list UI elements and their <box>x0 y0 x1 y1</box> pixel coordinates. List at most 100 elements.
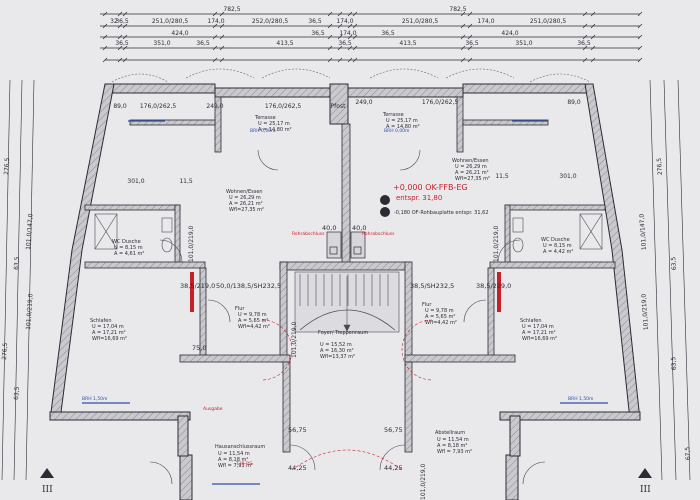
room-u: U = 15,52 m <box>320 342 352 348</box>
opening-label-11: 56,75 <box>384 426 403 434</box>
door-swings <box>149 149 546 485</box>
ldim-1: 101,0/147,0 <box>25 213 35 250</box>
dimension-tick <box>352 45 358 51</box>
room-a: A = 17,21 m² <box>92 330 126 336</box>
dim-r1-h: 251,0/280,5 <box>402 18 439 25</box>
room-name: Hausanschlussraum <box>215 444 265 450</box>
dimension-tick <box>102 11 108 17</box>
annotation-brh-4: BRH 1,50m <box>568 396 593 402</box>
dimension-tick <box>582 23 588 29</box>
room-wfl: Wfl=27,35 m² <box>455 176 490 182</box>
room-u: U = 25,17 m <box>258 121 290 127</box>
red-opening-markers <box>190 195 501 312</box>
dimension-tick <box>582 11 588 17</box>
room-name: Schlafen <box>520 318 542 324</box>
right-dimension-text: 276,5 101,0/147,0 63,5 101,0/219,0 63,5 … <box>638 158 692 461</box>
dimension-tick <box>347 11 353 17</box>
dimension-tick <box>337 11 343 17</box>
dimension-tick <box>212 11 218 17</box>
interior-walls <box>84 96 616 453</box>
room-u: U = 11,54 m <box>218 451 250 457</box>
dimension-tick <box>637 57 643 63</box>
right-dimension-lines <box>649 79 691 481</box>
opening-label-8: 101,0/219,0 <box>420 463 427 500</box>
level-rohbau: -0,180 OF-Rohbauplatte entspr. 31,62 <box>394 210 489 216</box>
dim-r3-h: 351,0 <box>515 40 532 47</box>
section-arrow-left-icon <box>40 468 54 478</box>
dimension-tick <box>117 57 123 63</box>
dimension-tick <box>637 23 643 29</box>
annotation-rohr-left: Rohrabschluss <box>292 231 325 237</box>
room-terrasse-left: Terrasse U = 25,17 m A = 14,80 m² <box>254 115 292 133</box>
dimension-tick <box>327 57 333 63</box>
dimension-tick <box>637 11 643 17</box>
level-entspr: entspr. 31,80 <box>396 194 442 202</box>
dim-r3-d: 413,5 <box>276 40 293 47</box>
window-arches <box>111 68 591 83</box>
blue-window-markers <box>82 120 608 485</box>
opening-label-7: 101,0/219,0 <box>291 321 298 358</box>
dim-r3-b: 351,0 <box>153 40 170 47</box>
annotation-t30: T30-RS <box>235 461 252 467</box>
room-a: A = 17,21 m² <box>522 330 556 336</box>
room-terrasse-right: Terrasse U = 25,17 m A = 14,80 m² <box>382 112 420 130</box>
room-wfl: Wfl=4,42 m² <box>425 320 457 326</box>
opening-label-14: 40,0 <box>322 224 336 232</box>
room-name: Terrasse <box>382 112 404 118</box>
opening-label-4: 38,5/219,0 <box>476 282 511 290</box>
dimension-tick <box>219 45 225 51</box>
dimension-tick <box>102 57 108 63</box>
idim-0: 89,0 <box>113 103 127 110</box>
vertical-opening-labels: 101,0/219,0 101,0/219,0 101,0/219,0 101,… <box>188 225 500 500</box>
room-wohnen-left: Wohnen/Essen U = 26,29 m A = 26,21 m² Wf… <box>226 189 264 213</box>
dim-r2-c: 174,0 <box>339 30 356 37</box>
dimension-tick <box>122 45 128 51</box>
dimension-tick <box>582 45 588 51</box>
dim-r2-e: 424,0 <box>501 30 518 37</box>
dimension-tick <box>467 11 473 17</box>
room-labels: Terrasse U = 25,17 m A = 14,80 m² Terras… <box>90 112 573 469</box>
room-a: A = 14,80 m² <box>386 124 420 130</box>
room-a: A = 5,65 m² <box>425 314 455 320</box>
room-a: A = 4,61 m² <box>114 251 144 257</box>
room-u: U = 11,54 m <box>437 437 469 443</box>
room-wc-left: WC Dusche U = 8,15 m A = 4,61 m² <box>112 239 144 257</box>
left-dimension-text: 276,5 101,0/147,0 63,5 101,0/219,0 276,5… <box>1 157 35 400</box>
rdim-2: 63,5 <box>670 256 678 270</box>
opening-label-13: 44,25 <box>384 464 403 472</box>
section-mark-right: III <box>640 485 651 495</box>
room-flur-right: Flur U = 9,78 m A = 5,65 m² Wfl=4,42 m² <box>422 302 457 326</box>
wc-fixtures <box>94 213 603 253</box>
room-a: A = 8,18 m² <box>218 457 248 463</box>
dimension-tick <box>212 23 218 29</box>
dimension-tick <box>352 11 358 17</box>
dimension-tick <box>337 57 343 63</box>
dim-r1-f: 36,5 <box>308 18 322 25</box>
room-schlafen-right: Schlafen U = 17,04 m A = 17,21 m² Wfl=16… <box>520 318 557 342</box>
opening-label-5: 101,0/219,0 <box>188 225 195 262</box>
dimension-tick <box>122 57 128 63</box>
room-u: U = 25,17 m <box>386 118 418 124</box>
level-marker-icon <box>380 195 390 205</box>
room-wfl: Wfl = 7,93 m² <box>218 463 253 469</box>
dimension-tick <box>467 57 473 63</box>
dimension-tick <box>327 34 333 40</box>
dimension-tick <box>219 57 225 63</box>
opening-label-1: 50,0/138,5/SH232,5 <box>216 282 281 290</box>
dim-r1-e: 252,0/280,5 <box>252 18 289 25</box>
annotation-brh-3: BRH 1,50m <box>82 396 107 402</box>
rdim-3: 101,0/219,0 <box>640 293 650 330</box>
room-wohnen-right: Wohnen/Essen U = 26,29 m A = 26,21 m² Wf… <box>452 158 490 182</box>
room-wc-right: WC Dusche U = 8,15 m A = 4,42 m² <box>541 237 573 255</box>
dimension-tick <box>590 34 596 40</box>
dimension-tick <box>347 23 353 29</box>
idim-6: 176,0/262,5 <box>422 99 459 106</box>
room-foyer: Foyer/ Treppenraum U = 15,52 m A = 16,30… <box>318 330 368 360</box>
dim-overall-right: 782,5 <box>449 6 466 13</box>
installation-shafts <box>326 231 366 259</box>
opening-label-2: 38,5/SH232,5 <box>410 282 454 290</box>
room-a: A = 26,21 m² <box>229 201 263 207</box>
dimension-tick <box>337 34 343 40</box>
dimension-tick <box>219 34 225 40</box>
room-a: A = 8,18 m² <box>437 443 467 449</box>
